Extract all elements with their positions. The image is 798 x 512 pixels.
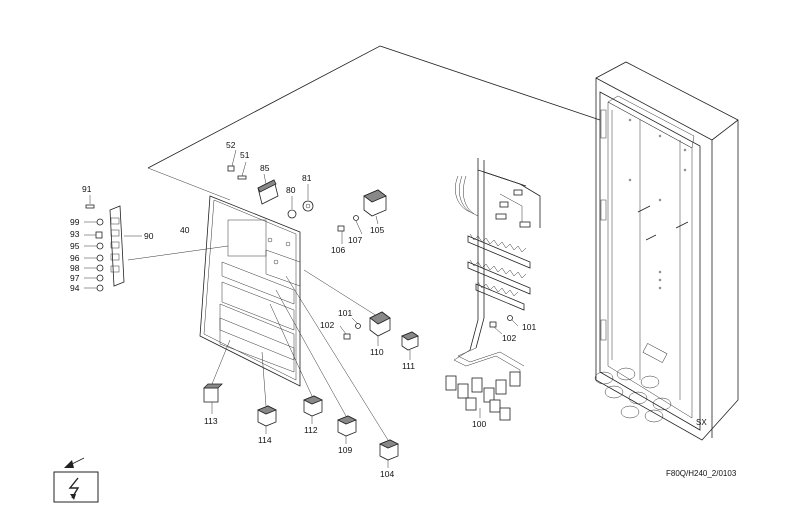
- callout-101-right: 101: [522, 322, 536, 332]
- module-104: [285, 275, 399, 468]
- module-113: [203, 339, 231, 414]
- part-85-bracket: [257, 173, 279, 205]
- terminal-block-group: [84, 195, 229, 292]
- callout-100: 100: [472, 419, 486, 429]
- assembly-reference-line: [147, 45, 601, 169]
- callout-90: 90: [144, 231, 154, 241]
- mounting-plate: [199, 195, 301, 387]
- callout-94: 94: [70, 283, 80, 293]
- small-parts-top: [227, 149, 387, 319]
- module-111: [401, 331, 419, 360]
- part-107-106-screws: [337, 215, 363, 244]
- drawing-reference: F80Q/H240_2/0103: [666, 469, 737, 478]
- harness-connectors: [445, 371, 521, 421]
- callout-52: 52: [226, 140, 236, 150]
- cabinet-floor-openings: [594, 367, 672, 423]
- callout-111: 111: [402, 361, 415, 371]
- callout-labels: 91 99 93 95 96 98 97 94 90 40 52 51 85 8…: [70, 140, 536, 479]
- arrow-icon: [64, 457, 85, 468]
- part-105-relay: [363, 189, 387, 225]
- callout-40: 40: [180, 225, 190, 235]
- callout-106: 106: [331, 245, 345, 255]
- svg-text:SX: SX: [696, 418, 707, 427]
- callout-112: 112: [304, 425, 318, 435]
- callout-80: 80: [286, 185, 296, 195]
- callout-99: 99: [70, 217, 80, 227]
- callout-91: 91: [82, 184, 92, 194]
- callout-101-left: 101: [338, 308, 352, 318]
- callout-107: 107: [348, 235, 362, 245]
- callout-93: 93: [70, 229, 80, 239]
- wiring-harness: [445, 158, 541, 421]
- high-voltage-warning-icon: [53, 471, 99, 503]
- cabinet-enclosure: SX: [594, 61, 739, 441]
- callout-110: 110: [370, 347, 384, 357]
- module-114: [257, 351, 277, 434]
- module-112: [269, 303, 323, 424]
- callout-102-right: 102: [502, 333, 516, 343]
- callout-109: 109: [338, 445, 352, 455]
- part-110-relay-group: [339, 311, 391, 346]
- part-81-washer: [302, 184, 314, 212]
- terminal-strip-lower: [467, 259, 531, 311]
- callout-81: 81: [302, 173, 312, 183]
- callout-104: 104: [380, 469, 394, 479]
- callout-96: 96: [70, 253, 80, 263]
- callout-102-left: 102: [320, 320, 334, 330]
- terminal-screws: [85, 204, 104, 292]
- callout-97: 97: [70, 273, 80, 283]
- callout-113: 113: [204, 416, 218, 426]
- callout-98: 98: [70, 263, 80, 273]
- callout-85: 85: [260, 163, 270, 173]
- callout-105: 105: [370, 225, 384, 235]
- callout-114: 114: [258, 435, 272, 445]
- callout-95: 95: [70, 241, 80, 251]
- callout-51: 51: [240, 150, 250, 160]
- part-80-grommet: [287, 196, 297, 219]
- terminal-strip-upper: [467, 233, 531, 269]
- module-109: [275, 289, 357, 444]
